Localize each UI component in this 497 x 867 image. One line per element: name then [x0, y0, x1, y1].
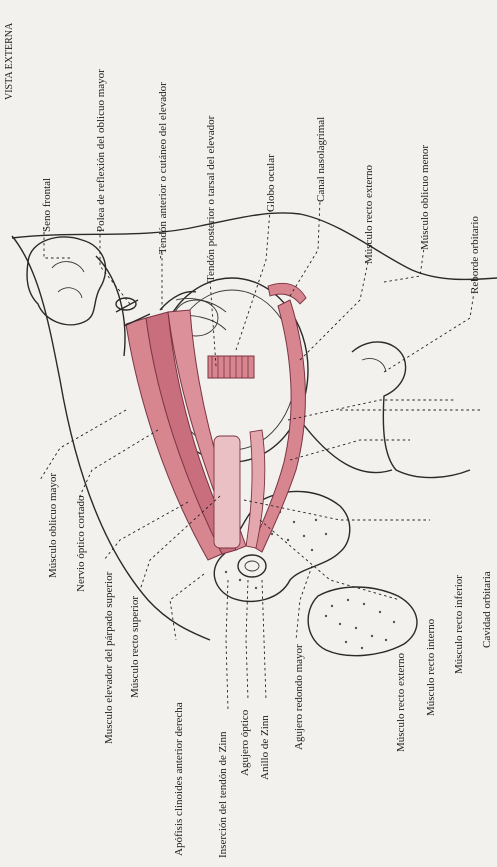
- header-fragment: VISTA EXTERNA: [4, 22, 15, 100]
- label-anillo-zinn: Anillo de Zinn: [259, 715, 271, 780]
- extraocular-muscles: [116, 283, 306, 560]
- inferior-oblique-muscle: [268, 283, 306, 304]
- label-reborde-orbitario: Reborde orbitario: [469, 216, 481, 294]
- label-cavidad-orbitaria: Cavidad orbitaria: [481, 571, 493, 648]
- medial-rectus-muscle: [214, 436, 240, 548]
- labels: Seno frontal Polea de reflexión del obli…: [41, 69, 493, 858]
- label-apofisis: Apófisis clinoides anterior derecha: [173, 702, 185, 856]
- label-agujero-optico: Agujero óptico: [239, 709, 251, 776]
- label-recto-superior: Músculo recto superior: [129, 596, 141, 698]
- label-tendon-anterior: Tendón anterior o cutáneo del elevador: [157, 82, 169, 254]
- label-recto-externo-bottom: Músculo recto externo: [395, 653, 407, 752]
- label-nervio-optico: Nervio óptico cortado: [75, 495, 87, 592]
- label-globo-ocular: Globo ocular: [265, 154, 277, 212]
- lower-bone: [308, 587, 417, 656]
- label-seno-frontal: Seno frontal: [41, 178, 53, 232]
- label-agujero-redondo: Agujero redondo mayor: [293, 644, 305, 750]
- label-recto-inferior: Músculo recto inferior: [453, 575, 465, 674]
- label-canal-nasolagrimal: Canal nasolagrimal: [315, 117, 327, 202]
- label-elevador-parpado: Musculo elevador del párpado superior: [103, 571, 115, 744]
- trochlea: [116, 298, 136, 310]
- label-polea: Polea de reflexión del oblicuo mayor: [95, 69, 107, 232]
- label-oblicuo-mayor: Músculo oblicuo mayor: [47, 473, 59, 578]
- optic-foramen: [238, 555, 266, 577]
- label-recto-externo-top: Músculo recto externo: [363, 165, 375, 264]
- label-tendon-posterior: Tendón posterior o tarsal del elevador: [205, 115, 217, 282]
- label-oblicuo-menor: Músculo oblicuo menor: [419, 145, 431, 250]
- frontal-sinus: [27, 237, 106, 325]
- label-recto-interno: Músculo recto interno: [425, 618, 437, 716]
- label-insercion-zinn: Inserción del tendón de Zinn: [217, 731, 229, 858]
- tarsal-tendon: [208, 356, 254, 378]
